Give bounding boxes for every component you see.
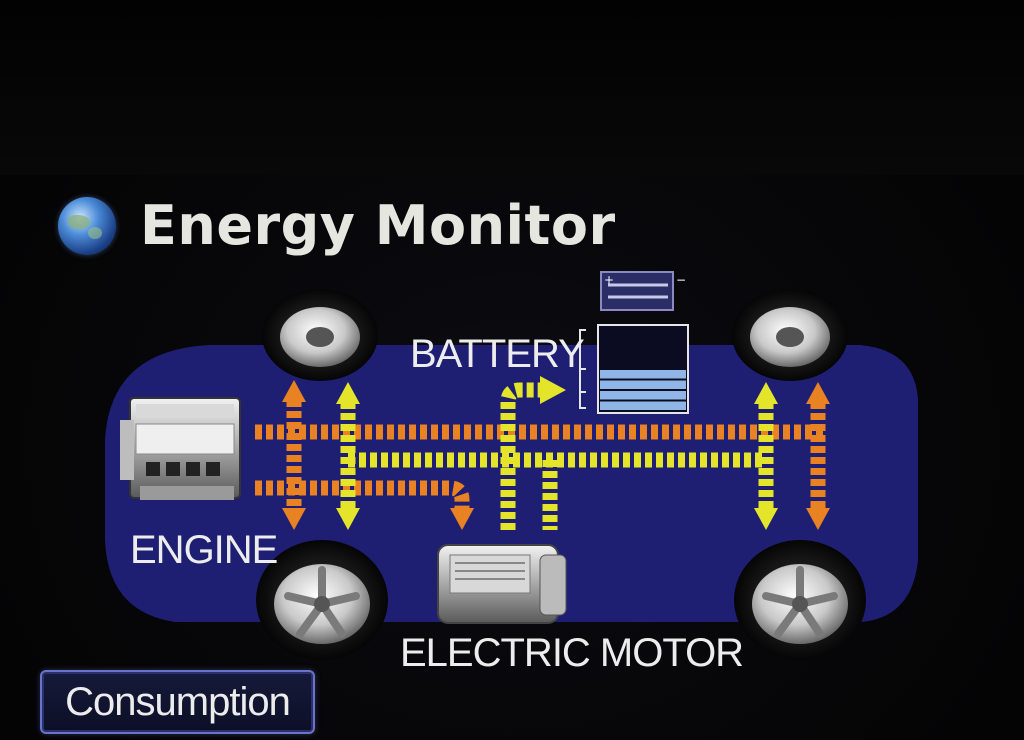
electric-motor-icon	[437, 544, 567, 624]
electric-motor-label: ELECTRIC MOTOR	[400, 631, 744, 675]
battery-level-bar	[600, 401, 686, 410]
battery-level-bar	[600, 380, 686, 389]
battery-level-bars	[600, 370, 686, 410]
svg-text:+: +	[604, 273, 614, 287]
engine-label: ENGINE	[130, 528, 278, 572]
rear-left-wheel	[256, 540, 388, 660]
consumption-button[interactable]: Consumption	[40, 670, 315, 734]
battery-level-bar	[600, 391, 686, 400]
globe-icon	[58, 197, 116, 255]
motor-flow-arrowheads	[336, 376, 778, 530]
front-right-wheel	[732, 289, 848, 381]
motor-power-flow	[340, 382, 774, 530]
page-title: Energy Monitor	[140, 194, 616, 257]
screen-bezel	[0, 0, 1024, 175]
engine-flow-arrowheads	[282, 380, 830, 530]
rear-right-wheel	[734, 540, 866, 660]
header: Energy Monitor	[58, 190, 616, 262]
front-left-wheel	[262, 289, 378, 381]
engine-power-flow	[255, 400, 826, 510]
battery-level-bar	[600, 370, 686, 379]
engine-icon	[120, 397, 241, 500]
svg-text:−: −	[676, 273, 686, 287]
battery-label: BATTERY	[410, 332, 585, 376]
